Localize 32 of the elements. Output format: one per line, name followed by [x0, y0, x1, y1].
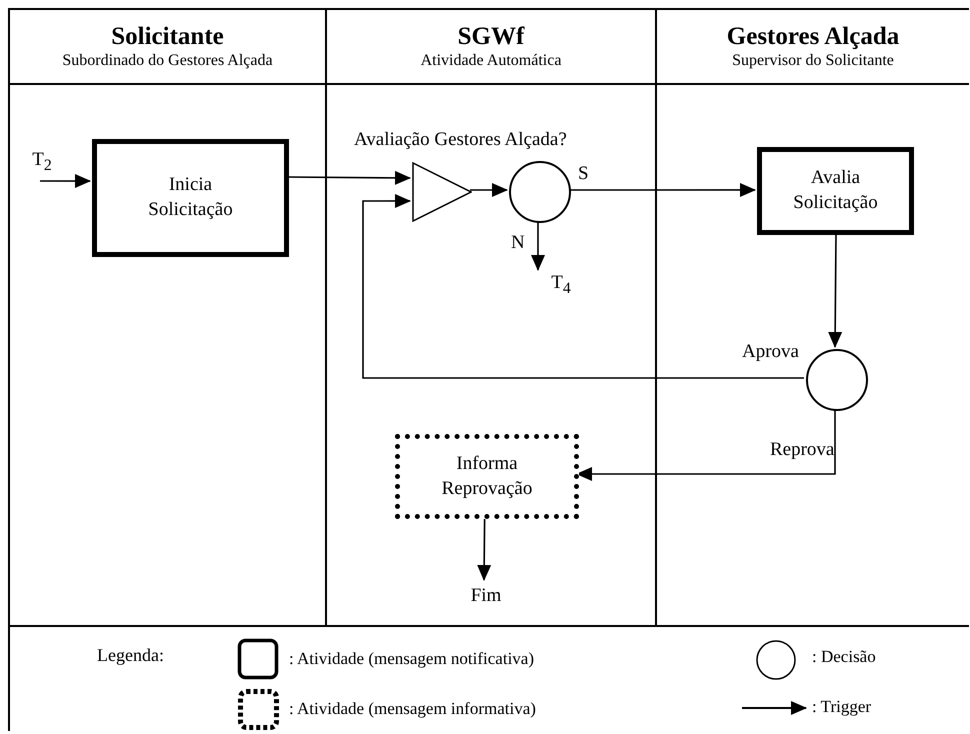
edge-label: Reprova	[770, 440, 834, 461]
lane-subtitle: Atividade Automática	[420, 51, 562, 70]
lane-title: SGWf	[458, 22, 524, 52]
arrow	[40, 174, 91, 188]
swimlane	[655, 8, 969, 627]
swimlane	[8, 8, 325, 627]
edge-label: Aprova	[742, 342, 799, 363]
swimlane	[325, 8, 655, 627]
legend-title: Legenda:	[97, 646, 164, 666]
arrow	[576, 409, 836, 481]
terminal-label: Fim	[462, 582, 510, 610]
lane-title: Gestores Alçada	[726, 22, 900, 52]
legend-label: : Atividade (mensagem informativa)	[289, 700, 536, 719]
lane-subtitle: Supervisor do Solicitante	[732, 51, 894, 70]
activity-box: Inicia Solicitação	[92, 139, 289, 257]
arrow	[569, 182, 756, 197]
arrow	[828, 233, 842, 348]
arrow	[477, 517, 492, 581]
terminal-label: T$_{2}$	[24, 140, 60, 183]
arrow	[470, 183, 508, 197]
lane-subtitle: Subordinado do Gestores Alçada	[62, 51, 273, 70]
activity-box: Informa Reprovação	[395, 434, 579, 519]
activity-box: Avalia Solicitação	[757, 147, 914, 235]
arrow	[531, 221, 545, 271]
legend-label: : Trigger	[812, 698, 872, 717]
lane-title: Solicitante	[111, 22, 224, 52]
decision-question: Avaliação Gestores Alçada?	[354, 130, 567, 151]
arrow	[287, 170, 411, 185]
arrow	[362, 194, 804, 379]
terminal-label: T$_{4}$	[530, 272, 592, 298]
legend-label: : Atividade (mensagem notificativa)	[289, 650, 534, 669]
merge-triangle	[412, 162, 472, 222]
